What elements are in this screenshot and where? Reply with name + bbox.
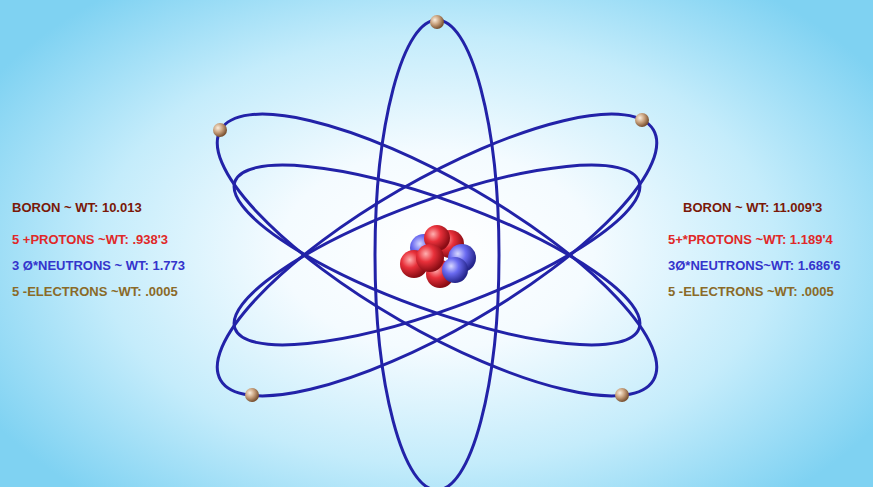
orbits: [183, 20, 691, 487]
label-text: 3 Ø*NEUTRONS ~ WT: 1.773: [12, 259, 185, 273]
orbit: [216, 130, 658, 380]
electron: [615, 388, 629, 402]
orbit: [375, 20, 499, 487]
electron: [635, 113, 649, 127]
electrons: [213, 15, 649, 402]
orbit: [183, 65, 691, 445]
electron: [245, 388, 259, 402]
neutron: [442, 257, 468, 283]
orbit: [216, 130, 658, 380]
label-text: BORON ~ WT: 11.009'3: [683, 201, 822, 215]
electron: [430, 15, 444, 29]
proton: [416, 244, 444, 272]
label-text: 5+*PROTONS ~WT: 1.189'4: [668, 233, 833, 247]
label-text: 5 -ELECTRONS ~WT: .0005: [12, 285, 178, 299]
electron: [213, 123, 227, 137]
label-text: BORON ~ WT: 10.013: [12, 201, 142, 215]
nucleus: [400, 225, 476, 288]
label-text: 5 -ELECTRONS ~WT: .0005: [668, 285, 834, 299]
label-text: 5 +PROTONS ~WT: .938'3: [12, 233, 168, 247]
orbit: [183, 65, 691, 445]
label-text: 3Ø*NEUTRONS~WT: 1.686'6: [668, 259, 841, 273]
